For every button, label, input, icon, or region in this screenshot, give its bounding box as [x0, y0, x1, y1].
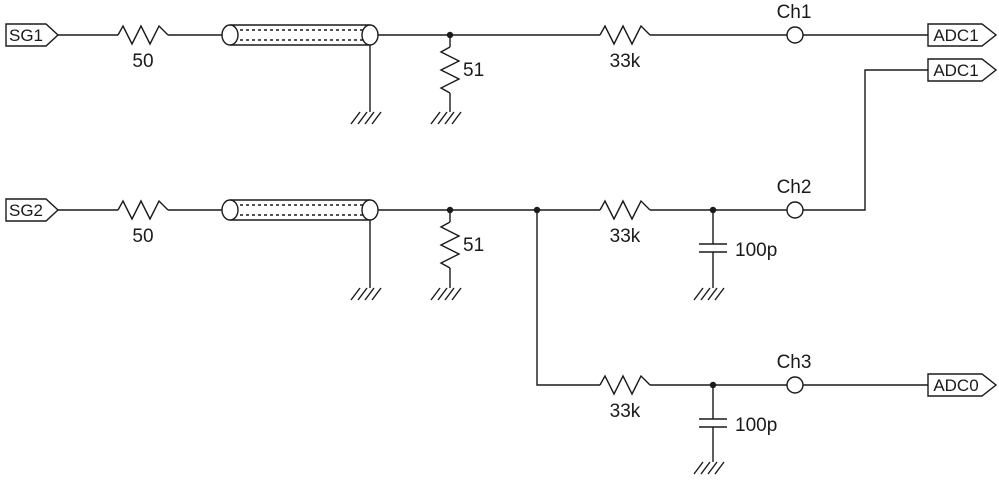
adc0-connector-label: ADC0: [933, 376, 978, 395]
capacitor-100p-ch3-label: 100p: [735, 415, 777, 436]
ground-r51-ch2-icon: [430, 287, 462, 301]
resistor-33k-ch3: [599, 375, 651, 395]
sg2-connector: [5, 198, 60, 222]
testpoint-ch3-label: Ch3: [777, 352, 812, 373]
resistor-50-ch2: [117, 200, 169, 220]
testpoint-ch2-label: Ch2: [777, 177, 812, 198]
wire-ch2-to-adc1: [803, 69, 928, 211]
ground-cap-ch3-icon: [693, 461, 725, 475]
resistor-51-ch2-label: 51: [463, 235, 484, 256]
resistor-33k-ch2-label: 33k: [610, 226, 641, 247]
testpoint-ch3-icon: [786, 376, 804, 394]
capacitor-100p-ch2-label: 100p: [735, 240, 777, 261]
channel-2-row: SG2 50 51 33k 100p Ch2: [5, 58, 998, 301]
resistor-50-ch1-label: 50: [132, 51, 153, 72]
resistor-51-ch2: [440, 221, 460, 269]
adc1-ch1-connector-label: ADC1: [933, 26, 978, 45]
sg1-connector: [5, 23, 60, 47]
resistor-33k-ch2: [599, 200, 651, 220]
resistor-51-ch1: [440, 46, 460, 94]
channel-1-row: SG1 50 51 33k Ch1 ADC1: [5, 2, 998, 125]
resistor-33k-ch3-label: 33k: [610, 401, 641, 422]
adc1-ch2-connector: [927, 58, 998, 82]
adc1-ch2-connector-label: ADC1: [933, 61, 978, 80]
testpoint-ch1-label: Ch1: [777, 2, 812, 23]
coax-cable-1: [221, 24, 379, 46]
channel-3-row: 33k 100p Ch3 ADC0: [536, 210, 998, 475]
capacitor-100p-ch3: [699, 418, 727, 428]
resistor-33k-ch1-label: 33k: [610, 51, 641, 72]
ground-cap-ch2-icon: [693, 287, 725, 301]
resistor-50-ch1: [117, 25, 169, 45]
coax-cable-2: [221, 199, 379, 221]
adc0-connector: [927, 373, 998, 397]
resistor-51-ch1-label: 51: [463, 60, 484, 81]
resistor-50-ch2-label: 50: [132, 226, 153, 247]
testpoint-ch1-icon: [786, 26, 804, 44]
adc1-ch1-connector: [927, 23, 998, 47]
testpoint-ch2-icon: [786, 201, 804, 219]
ground-r51-ch1-icon: [430, 111, 462, 125]
ground-coax-1-icon: [350, 111, 382, 125]
schematic-ink: SG1 50 51 33k Ch1 ADC1: [5, 2, 998, 475]
resistor-33k-ch1: [599, 25, 651, 45]
capacitor-100p-ch2: [699, 243, 727, 253]
wire-branch-to-r33k-ch3: [536, 210, 600, 386]
sg1-connector-label: SG1: [9, 26, 43, 45]
sg2-connector-label: SG2: [9, 201, 43, 220]
ground-coax-2-icon: [350, 287, 382, 301]
